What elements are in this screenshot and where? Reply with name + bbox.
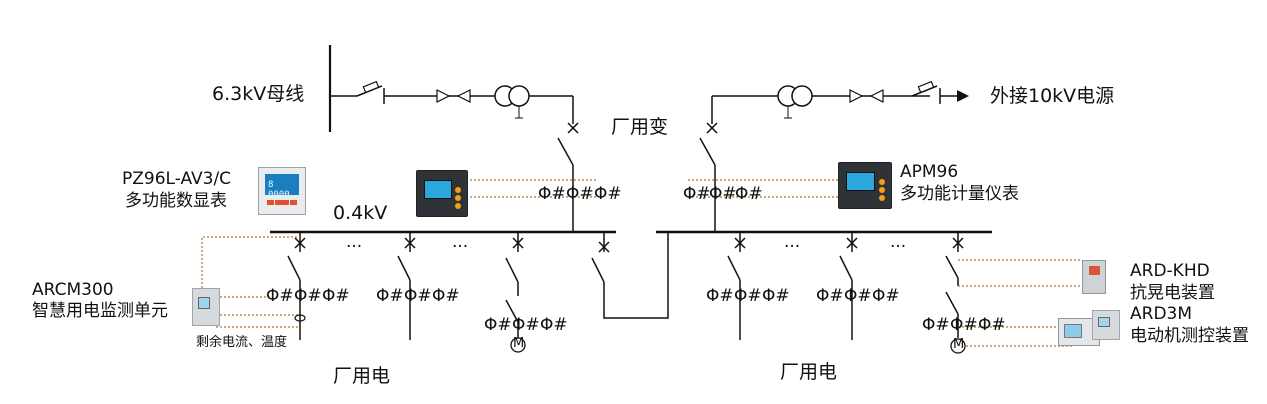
ct-symbol: Φ# xyxy=(432,286,460,306)
ct-symbol: Φ# xyxy=(950,315,978,335)
ct-symbol: Φ# xyxy=(294,286,322,306)
fuse-icon xyxy=(911,80,938,97)
ct-symbol: Φ# xyxy=(566,184,594,204)
ct-symbol: Φ# xyxy=(762,286,790,306)
ard-khd-model: ARD-KHD xyxy=(1130,261,1210,281)
ct-symbol: Φ# xyxy=(844,286,872,306)
motor-icon xyxy=(950,338,966,354)
feeder-4 xyxy=(727,232,746,340)
feeder-2 xyxy=(397,232,416,340)
breaker-icon xyxy=(699,122,718,166)
motor-label: M xyxy=(513,336,525,351)
station-transformer-label: 厂用变 xyxy=(611,116,669,138)
ct-symbol: Φ# xyxy=(484,315,512,335)
ext-10kv-label: 外接10kV电源 xyxy=(990,85,1115,107)
ct-symbol: Φ# xyxy=(266,286,294,306)
signal-wires xyxy=(201,179,1080,347)
ct-symbol: Φ# xyxy=(706,286,734,306)
arrester-icon xyxy=(436,89,471,103)
pz96l-model: PZ96L-AV3/C xyxy=(122,169,232,189)
bus-6kv-label: 6.3kV母线 xyxy=(212,83,305,105)
residual-label: 剩余电流、温度 xyxy=(196,335,288,350)
current-transformer-icon xyxy=(294,314,306,322)
apm96-desc: 多功能计量仪表 xyxy=(900,184,1019,204)
feeder-1 xyxy=(287,232,306,340)
ard3m-model: ARD3M xyxy=(1130,304,1193,324)
fuse-icon xyxy=(356,80,383,97)
feeder-3 xyxy=(505,232,524,338)
transformer-icon xyxy=(494,85,530,107)
ct-symbol: Φ# xyxy=(322,286,350,306)
apm96-model: APM96 xyxy=(900,162,959,182)
apm96-meter-image-left xyxy=(416,170,468,217)
motor-label: M xyxy=(953,337,965,352)
motor-icon xyxy=(510,337,526,353)
arrester-icon xyxy=(849,89,884,103)
ellipsis-2: ··· xyxy=(452,237,469,257)
feeder-6 xyxy=(945,232,964,338)
ct-symbol: Φ# xyxy=(872,286,900,306)
pz96l-meter-image: 8 0000 xyxy=(258,167,306,215)
ellipsis-1: ··· xyxy=(346,237,363,257)
ct-symbol: Φ# xyxy=(540,315,568,335)
ellipsis-3: ··· xyxy=(784,237,801,257)
arcm300-device-image xyxy=(192,288,220,326)
arcm300-model: ARCM300 xyxy=(32,280,114,300)
ct-symbol: Φ# xyxy=(404,286,432,306)
left-load-label: 厂用电 xyxy=(333,365,391,387)
bus-04kv-label: 0.4kV xyxy=(333,202,388,224)
ard3m-desc: 电动机测控装置 xyxy=(1130,326,1249,346)
apm96-meter-image-right xyxy=(838,162,892,209)
ct-symbol: Φ# xyxy=(512,315,540,335)
ct-symbol: Φ# xyxy=(922,315,950,335)
feeder-5 xyxy=(839,232,858,340)
ard-khd-desc: 抗晃电装置 xyxy=(1130,283,1215,303)
arcm300-desc: 智慧用电监测单元 xyxy=(32,301,168,321)
ct-symbol: Φ# xyxy=(538,184,566,204)
ct-symbol: Φ# xyxy=(709,184,737,204)
ct-symbol: Φ# xyxy=(734,286,762,306)
ellipsis-4: ··· xyxy=(890,237,907,257)
ct-symbol: Φ# xyxy=(683,184,711,204)
transformer-icon xyxy=(777,85,813,107)
ct-symbol: Φ# xyxy=(735,184,763,204)
right-load-label: 厂用电 xyxy=(780,361,838,383)
pz96l-screen-readout: 8 0000 xyxy=(268,180,290,201)
breaker-icon xyxy=(557,122,579,166)
ard3m-module-image xyxy=(1092,310,1120,340)
breaker-icon xyxy=(591,241,610,283)
tie-line xyxy=(603,232,669,319)
ct-symbol: Φ# xyxy=(594,184,622,204)
ct-symbol: Φ# xyxy=(816,286,844,306)
ct-symbol: Φ# xyxy=(376,286,404,306)
pz96l-desc: 多功能数显表 xyxy=(125,191,227,211)
ct-symbol: Φ# xyxy=(978,315,1006,335)
ard-khd-device-image xyxy=(1082,260,1106,294)
